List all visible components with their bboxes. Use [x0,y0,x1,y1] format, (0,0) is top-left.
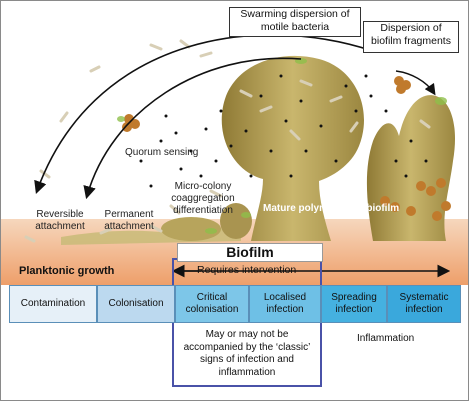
planktonic-label: Planktonic growth [19,265,115,277]
stage-spreading-infection: Spreading infection [321,285,387,323]
mature-label: Mature polymicrobial biofilm [263,203,400,214]
microcolony-label: Micro-colony coaggregation differentiati… [171,181,235,216]
dispersion-arrow [395,70,436,96]
micro-colony [161,217,221,241]
quorum-dots [139,74,428,188]
dispersion-label-box: Dispersion of biofilm fragments [363,21,459,53]
inflammation-label: Inflammation [357,333,415,344]
quorum-label: Quorum sensing [125,147,199,158]
dispersion-label: Dispersion of biofilm fragments [371,22,451,47]
stage-contamination: Contamination [9,285,97,323]
swarming-label-box: Swarming dispersion of motile bacteria [229,7,361,37]
stage-localised-infection: Localised infection [249,285,321,323]
rod-bacteria [24,39,431,243]
stage-colonisation: Colonisation [97,285,175,323]
stage-critical-colonisation: Critical colonisation [175,285,249,323]
right-tower [366,95,456,241]
requires-intervention-label: Requires intervention [197,264,297,276]
stage-systematic-infection: Systematic infection [387,285,461,323]
swarming-arrow-outer [34,34,374,195]
biofilm-label: Biofilm [177,243,323,262]
swarming-label: Swarming dispersion of motile bacteria [240,8,350,33]
reversible-label: Reversible attachment [35,209,85,232]
permanent-label: Permanent attachment [104,209,154,232]
micro-colony-2 [220,203,252,239]
classic-signs-note: May or may not be accompanied by the ‘cl… [183,329,311,378]
orange-clusters [122,76,451,221]
mushroom-tower [221,55,365,242]
swarming-arrow-inner [83,57,302,200]
